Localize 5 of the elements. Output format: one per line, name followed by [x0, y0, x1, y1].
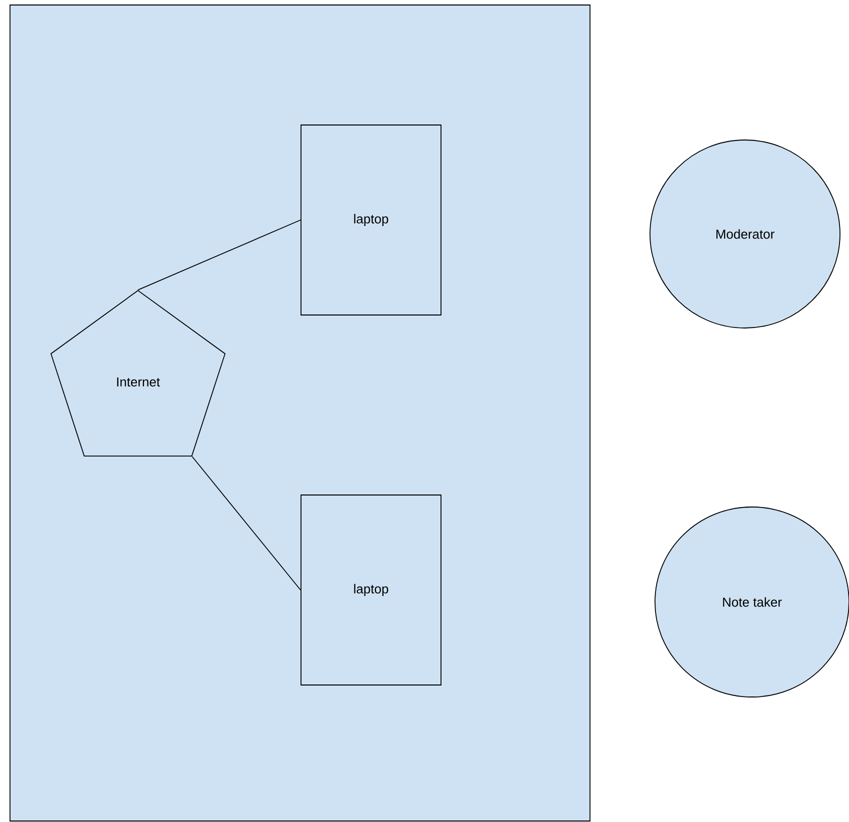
area-background: [10, 4, 590, 822]
laptop-box: laptop: [300, 124, 442, 316]
connector-line: [192, 456, 301, 590]
laptop-box: laptop: [300, 494, 442, 686]
connector-line: [138, 220, 301, 290]
